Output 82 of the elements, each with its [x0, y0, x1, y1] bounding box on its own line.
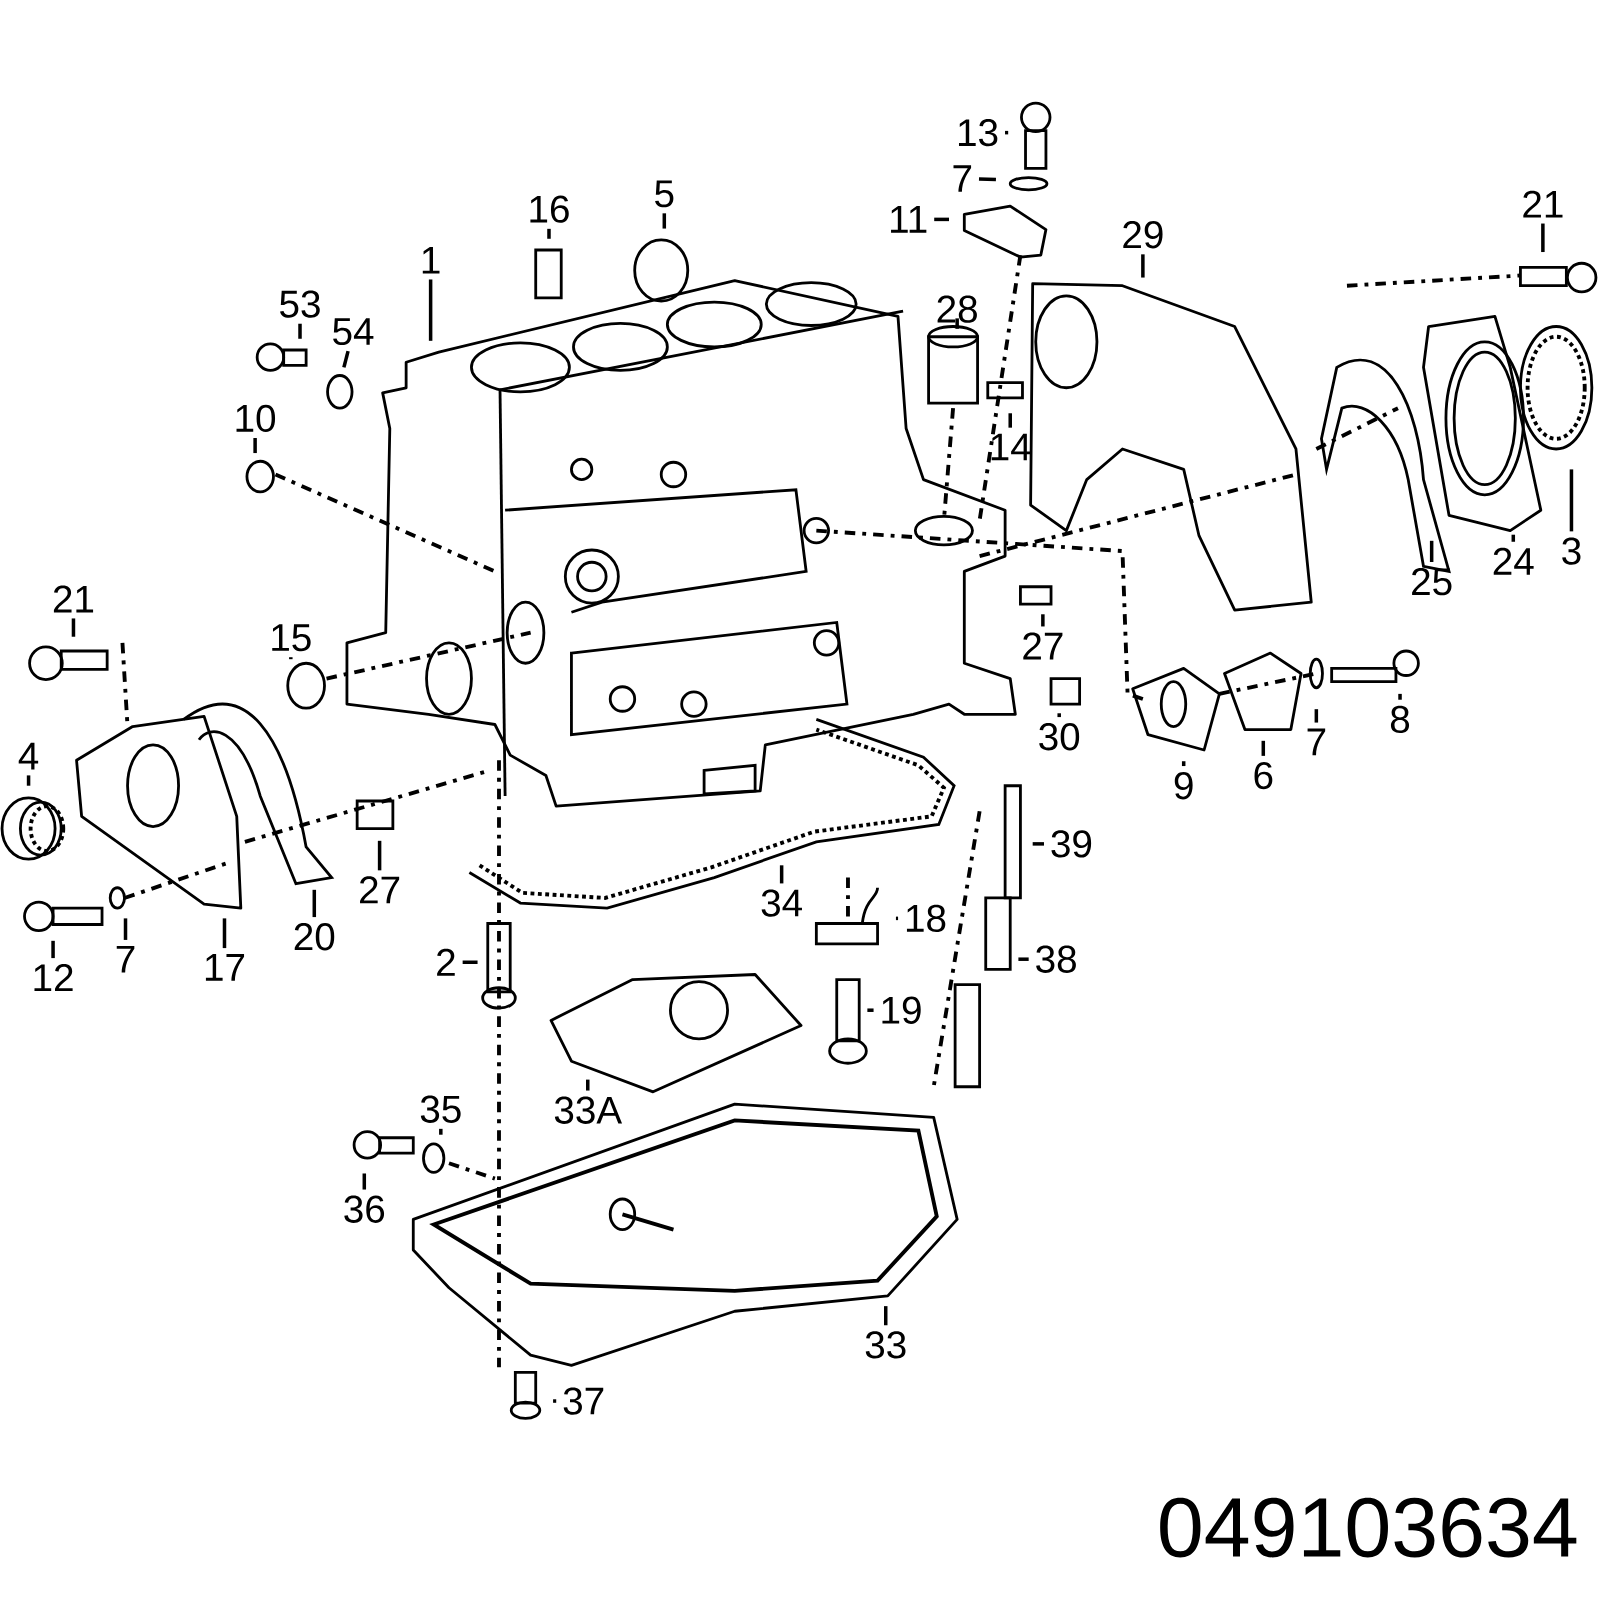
callout-number: 14 [991, 433, 1031, 461]
leader-line [462, 960, 478, 964]
callout-number: 18 [906, 904, 946, 933]
callout-number: 28 [937, 295, 977, 323]
leader-line [342, 350, 350, 368]
leader-line [439, 1128, 443, 1135]
callout-number: 10 [236, 404, 276, 433]
leader-line [362, 1173, 367, 1190]
callout-number: 6 [1254, 761, 1273, 790]
callout-number: 7 [1307, 728, 1326, 756]
leader-line [934, 217, 949, 222]
callout-number: 16 [530, 195, 569, 223]
callout-number: 38 [1036, 945, 1076, 973]
leader-line [955, 318, 959, 329]
leader-line [1008, 413, 1012, 428]
leader-line [779, 865, 784, 884]
callout-number: 27 [1023, 632, 1063, 660]
leader-line [1041, 614, 1045, 627]
callout-number: 5 [655, 180, 674, 208]
leader-line [867, 1008, 874, 1012]
leader-line [253, 438, 257, 454]
leader-line [1261, 740, 1266, 756]
leader-line [662, 213, 667, 229]
callout-number: 39 [1051, 830, 1092, 858]
callout-number: 37 [563, 1387, 604, 1415]
part-number: 049103634 [1160, 1497, 1577, 1558]
callout-number: 33 [865, 1331, 906, 1359]
callout-number: 8 [1390, 705, 1410, 734]
leader-line [312, 889, 317, 918]
leader-line [298, 323, 302, 339]
callout-number: 12 [34, 964, 73, 992]
callout-number: 3 [1562, 537, 1581, 565]
leader-line [26, 775, 31, 786]
leader-line [1429, 540, 1434, 562]
leader-line [1569, 469, 1574, 532]
callout-number: 7 [116, 945, 135, 973]
callout-number: 11 [891, 206, 927, 233]
callout-number: 1 [422, 246, 440, 274]
callout-number: 30 [1039, 723, 1080, 751]
leader-line [1511, 534, 1516, 542]
leader-line [1314, 709, 1319, 723]
leader-line [1032, 842, 1044, 846]
callout-number: 7 [953, 165, 972, 192]
leader-line [1181, 761, 1186, 767]
leader-line [1005, 130, 1009, 135]
leader-line [895, 916, 899, 921]
leader-line [377, 840, 382, 871]
callout-number: 33A [554, 1096, 623, 1124]
callout-number: 29 [1123, 221, 1163, 249]
callout-number: 4 [18, 742, 39, 770]
callout-number: 36 [344, 1195, 385, 1223]
leader-line [1057, 713, 1061, 718]
leader-line [1018, 957, 1029, 961]
leader-line [883, 1306, 888, 1326]
callout-number: 34 [761, 889, 802, 917]
callout-number: 35 [420, 1095, 461, 1123]
callout-number: 15 [272, 624, 311, 652]
leader-line [123, 918, 128, 940]
callout-number: 54 [333, 318, 374, 346]
leader-line [553, 1399, 557, 1403]
leader-line [1141, 254, 1145, 278]
callout-number: 20 [294, 923, 335, 951]
leader-line [1541, 223, 1545, 253]
leader-line [222, 918, 227, 949]
leader-line [289, 657, 293, 660]
callout-number: 9 [1174, 772, 1193, 800]
leader-line [978, 177, 996, 182]
leader-line [71, 618, 76, 637]
callout-number: 17 [205, 954, 245, 981]
callout-number: 19 [882, 996, 921, 1024]
callout-number: 21 [53, 585, 94, 613]
leader-line [428, 279, 433, 341]
callout-number: 21 [1523, 190, 1563, 218]
callout-number: 24 [1493, 547, 1534, 575]
leader-line [1398, 693, 1402, 700]
callout-number: 53 [280, 290, 320, 318]
leader-line [547, 228, 551, 239]
callout-number: 27 [360, 876, 400, 904]
callout-number: 2 [437, 948, 455, 976]
callout-number: 13 [959, 119, 998, 147]
leader-line [586, 1079, 590, 1091]
leader-line [51, 940, 55, 959]
